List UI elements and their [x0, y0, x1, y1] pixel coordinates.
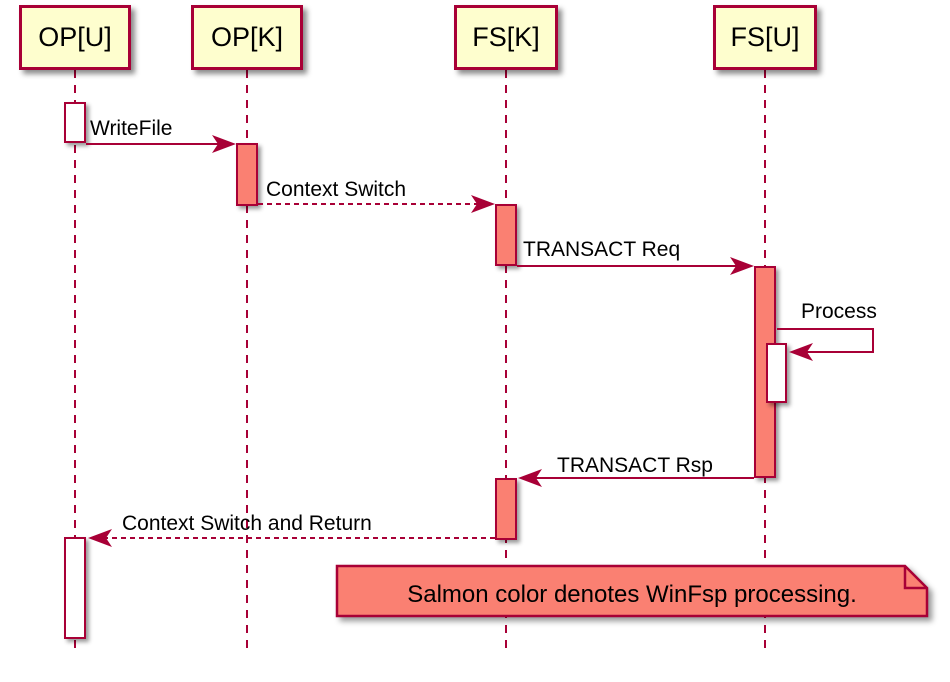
arrowhead-transact-req [730, 257, 754, 275]
participant-label: OP[K] [210, 22, 284, 52]
participant-label: FS[U] [730, 22, 800, 52]
arrowhead-context-switch [471, 195, 495, 213]
participant-label: FS[K] [472, 22, 540, 52]
activation-fs-u-nested [766, 343, 787, 403]
message-label-context-switch: Context Switch [266, 178, 407, 201]
activation-op-u-1 [64, 102, 86, 143]
note-shape [335, 564, 929, 618]
message-label-context-switch-return: Context Switch and Return [122, 512, 372, 535]
arrowhead-process [789, 343, 813, 361]
message-label-transact-rsp: TRANSACT Rsp [557, 454, 713, 477]
activation-op-k [236, 143, 258, 206]
participant-op-u: OP[U] [19, 5, 131, 70]
note-winfsp: Salmon color denotes WinFsp processing. [330, 560, 950, 630]
arrowhead-writefile [212, 135, 236, 153]
activation-fs-k-2 [495, 478, 517, 540]
arrowhead-context-switch-return [88, 529, 112, 547]
arrow-process-self [777, 328, 874, 353]
activation-op-u-2 [64, 537, 86, 639]
message-label-transact-req: TRANSACT Req [523, 238, 681, 261]
participant-op-k: OP[K] [191, 5, 303, 70]
message-label-writefile: WriteFile [90, 117, 173, 140]
note-body [335, 564, 929, 618]
participant-label: OP[U] [38, 22, 112, 52]
arrowhead-transact-rsp [518, 469, 542, 487]
note-text: Salmon color denotes WinFsp processing. [407, 581, 857, 608]
participant-fs-k: FS[K] [454, 5, 558, 70]
activation-fs-k-1 [495, 204, 517, 266]
participant-fs-u: FS[U] [713, 5, 817, 70]
message-label-process: Process [801, 300, 877, 323]
note-fold-icon [903, 566, 927, 590]
